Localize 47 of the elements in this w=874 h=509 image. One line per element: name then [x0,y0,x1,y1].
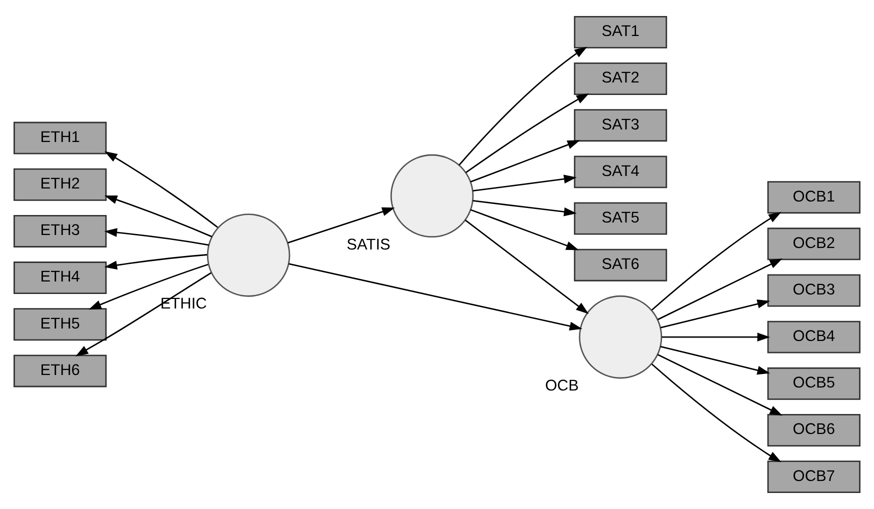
node-box: SAT6 [574,248,668,282]
arrow [88,264,208,310]
node-circle [390,154,474,238]
arrow [104,228,209,246]
arrow [657,258,783,320]
arrow [104,195,212,238]
node-box: OCB4 [767,320,860,354]
node-box: ETH6 [14,354,107,388]
arrow [470,209,579,250]
node-box: SAT3 [574,109,668,142]
arrow [472,174,577,192]
node-circle [578,295,662,379]
node-label: SATIS [346,236,390,254]
arrow [76,272,212,356]
node-box: OCB7 [767,460,860,494]
node-box: OCB6 [767,414,860,446]
arrow [458,46,588,166]
node-box: OCB5 [767,367,860,400]
arrow [465,93,590,174]
node-box: OCB2 [767,228,860,260]
node-label: ETHIC [160,296,207,313]
node-box: SAT4 [574,156,668,188]
arrow [464,220,589,314]
arrow [660,300,770,328]
node-box: SAT5 [574,202,668,235]
node-box: ETH2 [14,168,107,201]
node-box: SAT1 [574,16,668,48]
arrow [470,140,580,182]
node-label: OCB [545,377,579,394]
arrow [288,207,395,244]
node-box: OCB1 [767,181,860,214]
arrow [662,332,770,342]
node-box: ETH1 [14,122,107,154]
node-circle [206,214,290,297]
arrow [104,254,208,270]
arrow [472,200,577,216]
arrow [660,346,770,375]
arrow [651,212,782,311]
node-box: ETH5 [14,308,107,341]
arrow [657,354,783,416]
arrow [288,263,582,331]
node-box: SAT2 [574,62,668,95]
node-box: OCB3 [767,274,860,307]
arrow [651,364,782,462]
node-box: ETH3 [14,214,107,248]
arrow [104,151,218,228]
node-box: ETH4 [14,262,107,294]
